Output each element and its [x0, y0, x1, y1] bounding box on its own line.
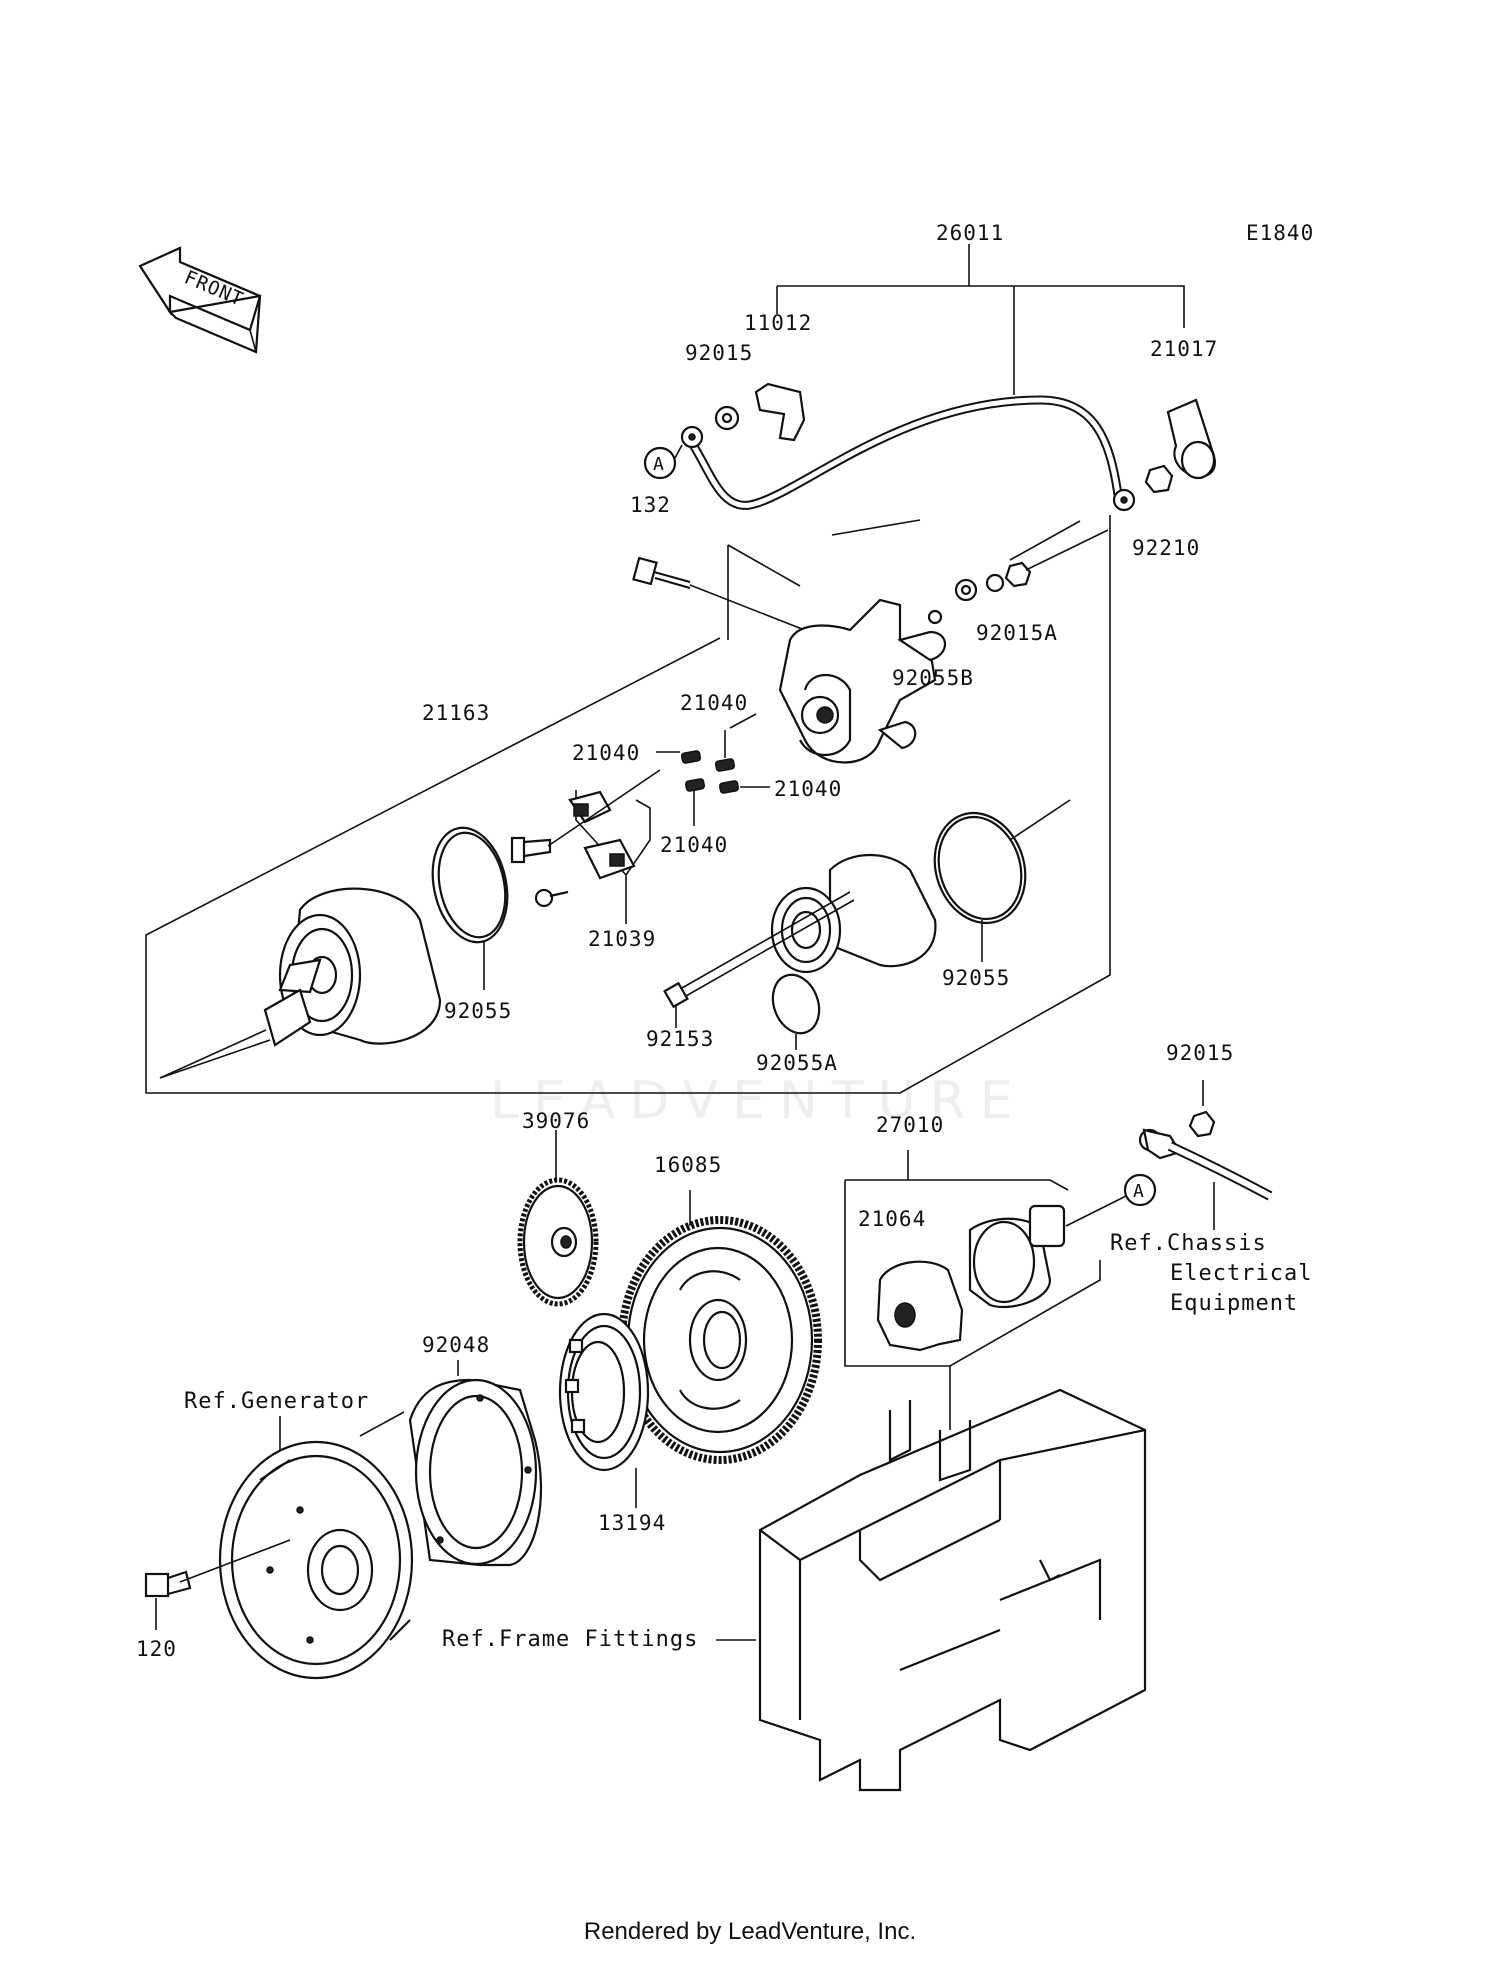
- ring-gear-16085: [618, 1190, 822, 1464]
- bolt-120: [144, 1570, 192, 1630]
- label-92055-right: 92055: [942, 966, 1010, 990]
- chassis-lead: [1138, 1080, 1273, 1230]
- label-16085: 16085: [654, 1153, 722, 1177]
- label-92055b: 92055B: [892, 666, 974, 690]
- o-ring-92055-left: [431, 826, 509, 944]
- label-13194: 13194: [598, 1511, 666, 1535]
- label-92153: 92153: [646, 1027, 714, 1051]
- label-39076: 39076: [522, 1109, 590, 1133]
- ref-chassis-line1: Ref.Chassis: [1110, 1231, 1267, 1256]
- label-21040-d: 21040: [660, 833, 728, 857]
- starter-motor-group: [145, 515, 1111, 1094]
- label-92048: 92048: [422, 1333, 490, 1357]
- label-120: 120: [136, 1637, 177, 1661]
- label-21040-a: 21040: [680, 691, 748, 715]
- brush-holder-21039: [510, 769, 661, 924]
- ref-generator: Ref.Generator: [184, 1389, 369, 1414]
- label-11012: 11012: [744, 311, 812, 335]
- flange-92048: [359, 1360, 543, 1567]
- label-27010: 27010: [876, 1113, 944, 1137]
- label-92015-top: 92015: [685, 341, 753, 365]
- front-arrow-icon: FRONT: [138, 246, 262, 354]
- rear-cover: [778, 598, 947, 764]
- idle-gear-39076: [517, 1130, 599, 1307]
- generator-rotor: [179, 1416, 414, 1680]
- diagram-code: E1840: [1246, 221, 1314, 245]
- label-21064: 21064: [858, 1207, 926, 1231]
- ref-frame-fittings: Ref.Frame Fittings: [442, 1627, 698, 1652]
- label-26011: 26011: [936, 221, 1004, 245]
- label-92055-left: 92055: [444, 999, 512, 1023]
- label-132: 132: [630, 493, 671, 517]
- motor-body: [159, 887, 442, 1079]
- battery-case: [716, 1388, 1147, 1792]
- springs-21040: [656, 713, 770, 826]
- label-21163: 21163: [422, 701, 490, 725]
- clutch-13194: [558, 1312, 650, 1508]
- label-92015-right: 92015: [1166, 1041, 1234, 1065]
- label-21039: 21039: [588, 927, 656, 951]
- label-21040-c: 21040: [774, 777, 842, 801]
- ref-chassis-line2: Electrical: [1170, 1261, 1312, 1286]
- cable-assembly: A: [643, 244, 1216, 512]
- marker-a-bottom: A: [1133, 1181, 1145, 1202]
- label-92055a: 92055A: [756, 1051, 838, 1075]
- o-ring-92055-right: [933, 811, 1027, 925]
- footer-credit: Rendered by LeadVenture, Inc.: [583, 1918, 917, 1945]
- label-21017: 21017: [1150, 337, 1218, 361]
- ref-chassis-line3: Equipment: [1170, 1291, 1298, 1316]
- front-cover: [663, 853, 937, 1050]
- bolt-132: [632, 556, 831, 641]
- starter-relay-27010: A: [844, 1150, 1157, 1430]
- marker-a-top: A: [653, 454, 665, 475]
- watermark-text: LEADVENTURE: [490, 1071, 1027, 1131]
- label-92015a: 92015A: [976, 621, 1058, 645]
- label-21040-b: 21040: [572, 741, 640, 765]
- label-92210: 92210: [1132, 536, 1200, 560]
